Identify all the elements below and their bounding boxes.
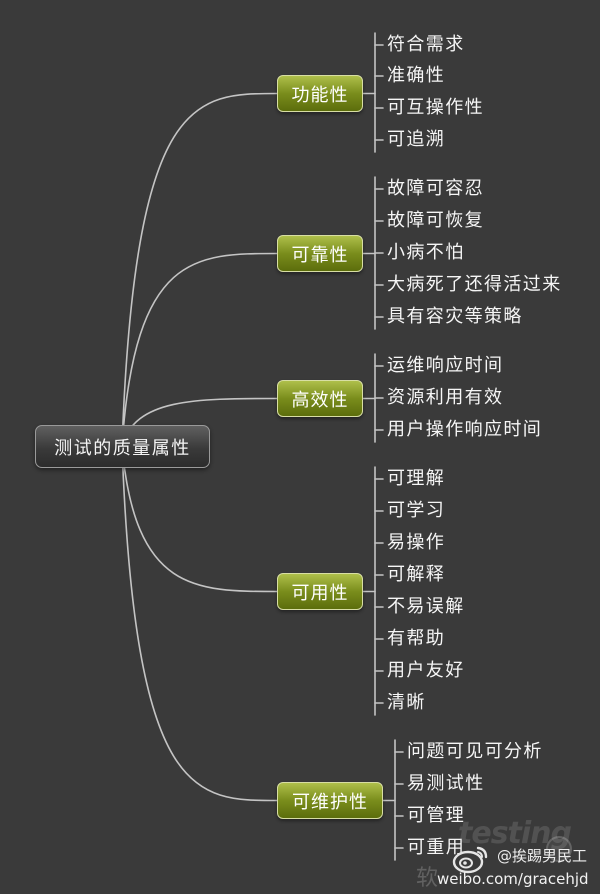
leaf-item: 准确性 — [387, 65, 446, 86]
leaf-item: 运维响应时间 — [387, 355, 504, 376]
leaf-item: 故障可恢复 — [387, 210, 484, 231]
root-topic-label: 测试的质量属性 — [54, 437, 191, 459]
watermark-partial-text: 软 — [416, 866, 439, 891]
leaf-item: 大病死了还得活过来 — [387, 274, 562, 295]
branch-reliability: 可靠性 — [277, 235, 363, 272]
connector-root-maintainability — [121, 445, 278, 802]
branch-label: 可靠性 — [291, 244, 349, 266]
leaf-item: 可理解 — [387, 468, 446, 489]
leaf-item: 可重用 — [407, 837, 466, 858]
weibo-logo-icon — [452, 846, 488, 874]
branch-efficiency: 高效性 — [277, 380, 363, 417]
leaf-item: 可学习 — [387, 500, 446, 521]
branch-usability: 可用性 — [277, 573, 363, 610]
leaf-item: 问题可见可分析 — [407, 741, 543, 762]
leaf-item: 可解释 — [387, 564, 446, 585]
leaf-item: 易测试性 — [407, 773, 485, 794]
leaf-item: 资源利用有效 — [387, 387, 504, 408]
leaf-item: 符合需求 — [387, 34, 465, 55]
branch-maintainability: 可维护性 — [277, 782, 383, 819]
branch-label: 可维护性 — [292, 791, 368, 813]
leaf-item: 可互操作性 — [387, 97, 484, 118]
leaf-item: 用户友好 — [387, 660, 465, 681]
weibo-url: weibo.com/gracehjd — [437, 870, 589, 888]
leaf-item: 可追溯 — [387, 129, 446, 150]
leaf-item: 故障可容忍 — [387, 178, 484, 199]
connector-root-usability — [121, 445, 278, 593]
branch-label: 高效性 — [291, 389, 349, 411]
watermark-circle-icon — [546, 836, 572, 862]
leaf-item: 小病不怕 — [387, 242, 465, 263]
leaf-item: 可管理 — [407, 805, 466, 826]
branch-label: 功能性 — [291, 84, 349, 106]
connector-root-functionality — [121, 92, 278, 447]
leaf-item: 不易误解 — [387, 596, 465, 617]
leaf-item: 用户操作响应时间 — [387, 419, 543, 440]
leaf-item: 具有容灾等策略 — [387, 306, 523, 327]
leaf-item: 清晰 — [387, 692, 426, 713]
weibo-handle: @挨踢男民工 — [497, 847, 588, 865]
branch-functionality: 功能性 — [277, 75, 363, 112]
branch-label: 可用性 — [291, 582, 349, 604]
leaf-item: 有帮助 — [387, 628, 446, 649]
connector-root-reliability — [121, 252, 278, 447]
root-topic: 测试的质量属性 — [35, 425, 210, 468]
leaf-item: 易操作 — [387, 532, 446, 553]
